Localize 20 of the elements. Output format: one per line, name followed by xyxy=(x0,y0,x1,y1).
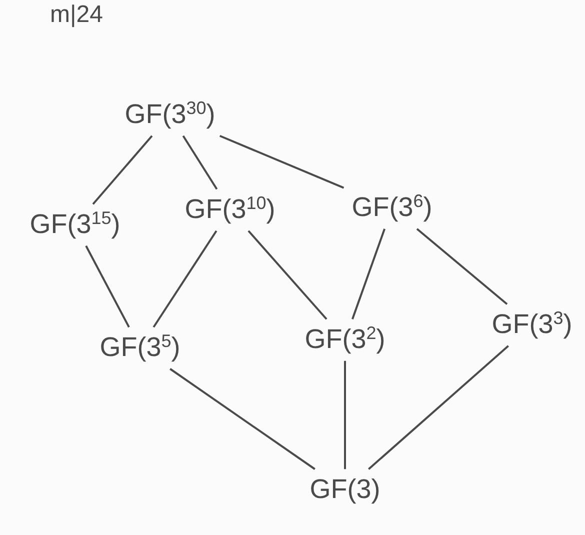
connector-line xyxy=(152,230,218,328)
connector-line xyxy=(92,135,153,205)
connector-line xyxy=(368,345,509,470)
connector-line xyxy=(170,368,316,470)
connector-line xyxy=(219,134,344,189)
field-label: GF(3$^{30}$) xyxy=(124,99,216,130)
field-label: GF(3$^{15}$) xyxy=(30,209,120,240)
field-label: GF(3$^{2}$) xyxy=(304,324,386,354)
field-label: GF(3$^{5}$) xyxy=(100,332,180,362)
connector-line xyxy=(352,228,386,320)
field-label: GF(3$^{10}$) xyxy=(184,194,276,224)
note-text: m|24 xyxy=(50,0,103,30)
connector-line xyxy=(182,135,218,190)
connector-line xyxy=(344,360,346,470)
connector-line xyxy=(416,228,508,305)
field-label: GF(3) xyxy=(310,474,380,504)
connector-line xyxy=(85,245,130,328)
field-label: GF(3$^{3}$) xyxy=(492,309,572,340)
field-label: GF(3$^{6}$) xyxy=(352,192,432,222)
connector-line xyxy=(248,230,328,320)
